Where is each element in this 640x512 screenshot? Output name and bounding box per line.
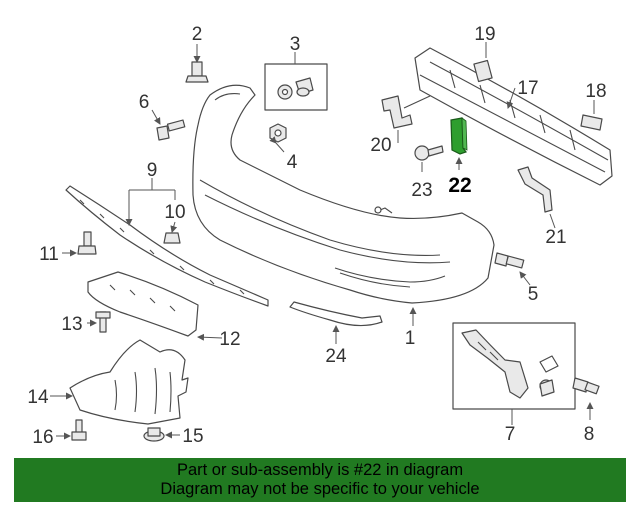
label-9[interactable]: 9 [147,160,158,181]
label-12[interactable]: 12 [219,329,240,350]
part-24-strip [289,301,383,344]
part-2-clip [185,44,209,83]
label-15[interactable]: 15 [182,426,203,447]
part-8-bolt [572,377,600,420]
label-17[interactable]: 17 [517,78,538,99]
label-6[interactable]: 6 [139,92,150,113]
part-12-underbody [87,271,223,341]
banner-line-2: Diagram may not be specific to your vehi… [160,480,480,498]
part-16-bolt [56,419,87,441]
label-23[interactable]: 23 [411,180,432,201]
part-5-bolt [494,252,531,286]
bumper-cover [192,84,495,304]
label-22[interactable]: 22 [448,174,471,197]
part-14-undercover [50,339,189,425]
label-20[interactable]: 20 [370,135,391,156]
part-9-deflector [65,178,269,307]
label-4[interactable]: 4 [287,152,298,173]
part-13-bolt [87,311,111,333]
part-7-kit [452,322,576,425]
label-14[interactable]: 14 [27,387,49,408]
part-6-bolt [151,109,186,141]
label-24[interactable]: 24 [325,346,347,367]
notice-banner: Part or sub-assembly is #22 in diagram D… [14,458,626,502]
part-22-highlighted[interactable] [450,117,468,170]
label-21[interactable]: 21 [545,227,566,248]
part-19-pad [473,42,493,83]
label-18[interactable]: 18 [585,81,606,102]
label-13[interactable]: 13 [61,314,82,335]
part-21-bracket [517,166,556,229]
part-4-nut [269,123,287,153]
label-10[interactable]: 10 [164,202,185,223]
part-11-bolt [62,231,97,257]
label-3[interactable]: 3 [290,34,301,55]
parts-diagram: 1 2 3 4 5 6 7 8 9 10 11 12 13 14 15 16 1… [27,24,613,448]
part-10-clip [163,221,181,244]
label-11[interactable]: 11 [39,244,59,265]
label-7[interactable]: 7 [505,424,516,445]
label-1[interactable]: 1 [405,328,416,349]
part-18-bracket [580,100,603,131]
label-5[interactable]: 5 [528,284,539,305]
part-3-kit [264,52,328,111]
part-23-screw [414,145,444,172]
part-15-nut [143,427,180,442]
label-2[interactable]: 2 [192,24,203,45]
part-17-reinforcement [414,47,613,186]
label-19[interactable]: 19 [474,24,495,45]
part-20-bracket [381,95,431,143]
banner-line-1: Part or sub-assembly is #22 in diagram [176,461,464,479]
label-16[interactable]: 16 [32,427,53,448]
label-8[interactable]: 8 [584,424,595,445]
